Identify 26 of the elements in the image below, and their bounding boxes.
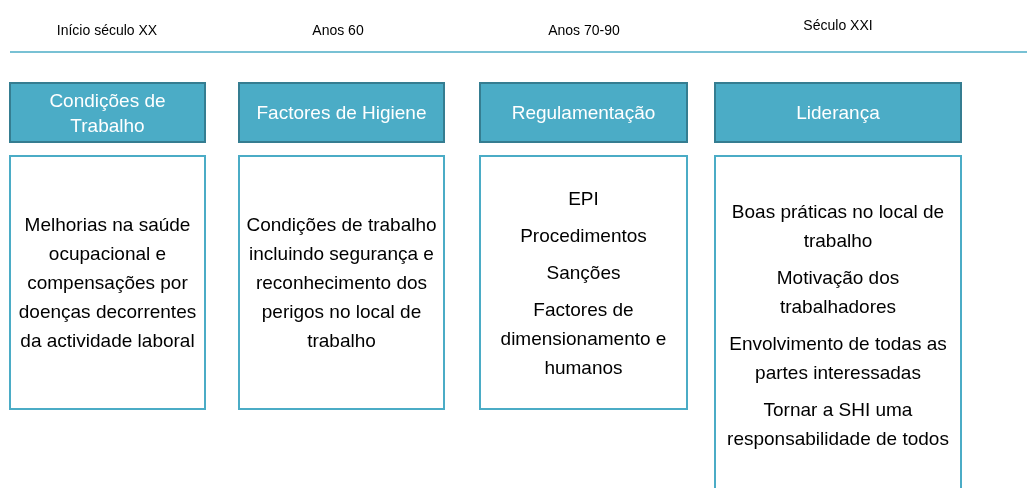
description-text: Sanções bbox=[546, 260, 621, 285]
header-text: Liderança bbox=[796, 101, 880, 125]
description-text: Procedimentos bbox=[520, 223, 647, 248]
description-text: EPI bbox=[568, 186, 599, 211]
era-header-box bbox=[479, 82, 688, 143]
description-text: Factores de dimensionamento e humanos bbox=[499, 297, 668, 380]
description-text: Condições de trabalho incluindo segurança e reconhecimento dos perigos no local de trabalho bbox=[246, 213, 437, 353]
description-text: Motivação dos trabalhadores bbox=[775, 266, 901, 319]
period-label: Século XXI bbox=[803, 17, 873, 33]
description-box bbox=[479, 155, 688, 410]
description-text: Boas práticas no local de trabalho bbox=[730, 200, 946, 253]
era-header-box bbox=[714, 82, 962, 143]
description-text: Envolvimento de todas as partes interessadas bbox=[728, 332, 948, 385]
header-text: Factores de Higiene bbox=[256, 101, 427, 125]
description-box bbox=[714, 155, 962, 488]
period-label: Anos 70-90 bbox=[548, 22, 620, 38]
header-text: Regulamentação bbox=[511, 101, 656, 125]
description-text: Melhorias na saúde ocupacional e compensações por doenças decorrentes da actividade laboral bbox=[17, 213, 198, 353]
description-box bbox=[238, 155, 445, 410]
era-header-box bbox=[238, 82, 445, 143]
description-text: Tornar a SHI uma responsabilidade de todos bbox=[726, 398, 950, 451]
description-box bbox=[9, 155, 206, 410]
period-label: Anos 60 bbox=[312, 22, 364, 38]
header-text: Condições de Trabalho bbox=[48, 88, 167, 138]
period-label: Início século XX bbox=[56, 22, 158, 38]
era-header-box bbox=[9, 82, 206, 143]
